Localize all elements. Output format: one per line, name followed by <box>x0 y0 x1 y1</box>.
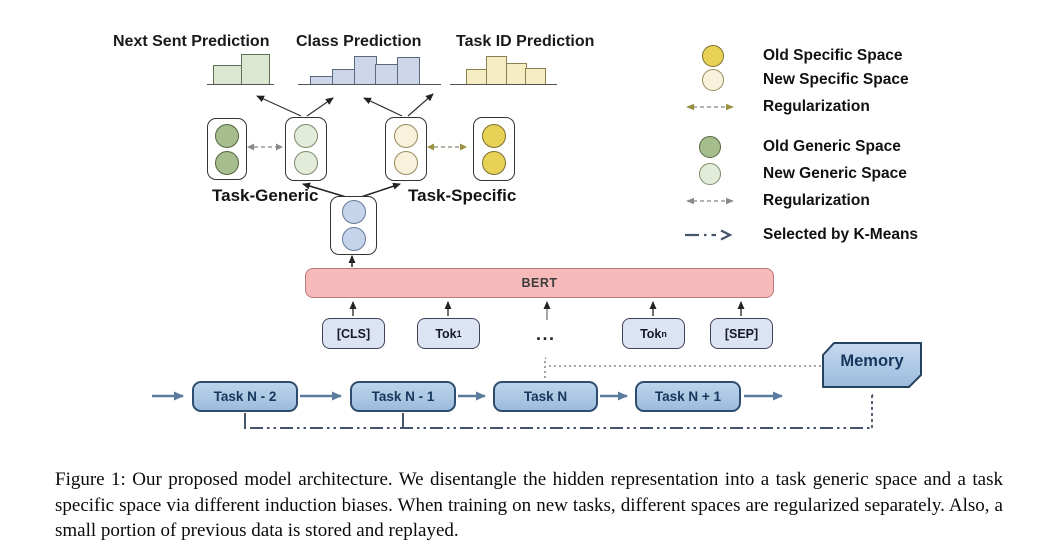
histogram-task-id <box>450 54 557 85</box>
figure-caption: Figure 1: Our proposed model architectur… <box>55 469 1003 541</box>
new-generic-circle <box>294 123 318 148</box>
histogram-bar <box>505 63 527 84</box>
arrow-specific-to-taskid <box>407 93 434 117</box>
token-cls: [CLS] <box>322 318 385 349</box>
legend-regularization-generic-label: Regularization <box>763 192 870 209</box>
task-specific-label: Task-Specific <box>408 186 517 205</box>
legend-new-generic-circle <box>699 163 721 185</box>
histogram-next-sent <box>207 54 274 85</box>
token-arrows <box>349 301 745 320</box>
arrow-generic-to-class <box>306 97 334 117</box>
old-specific-space-box <box>473 117 515 181</box>
reg-generic-head-left <box>247 143 254 151</box>
token-tokn-text: Tok <box>640 326 662 341</box>
legend-regularization-specific-icon <box>686 103 734 111</box>
reg-generic-head-right <box>276 143 283 151</box>
token-sep-text: [SEP] <box>724 326 759 341</box>
memory-label: Memory <box>840 352 904 370</box>
task-n-box: Task N <box>493 381 598 412</box>
old-specific-circle <box>482 150 506 175</box>
task-generic-label: Task-Generic <box>212 186 319 205</box>
token-ellipsis: ... <box>536 324 556 344</box>
hidden-circle <box>341 227 366 251</box>
hidden-representation-box <box>330 196 377 255</box>
legend-regularization-generic-icon <box>686 197 734 205</box>
legend-old-generic-circle <box>699 136 721 158</box>
histogram-bar <box>525 68 547 84</box>
legend-old-generic-label: Old Generic Space <box>763 138 901 155</box>
arrow-specific-to-class <box>363 97 403 117</box>
histogram-bar <box>331 69 355 84</box>
token-cls-text: [CLS] <box>336 326 371 341</box>
old-generic-circle <box>215 123 239 148</box>
legend-old-specific-label: Old Specific Space <box>763 47 903 64</box>
old-specific-circle <box>482 123 506 148</box>
histogram-bar <box>466 69 487 84</box>
task-n-minus-1-box: Task N - 1 <box>350 381 456 412</box>
legend-regularization-specific-label: Regularization <box>763 98 870 115</box>
head-arrows <box>256 93 434 117</box>
reg-specific-head-left <box>427 143 434 151</box>
new-specific-circle <box>394 123 418 148</box>
new-specific-circle <box>394 150 418 175</box>
histogram-bar <box>485 56 507 84</box>
replay-dotted-path <box>544 358 821 378</box>
old-generic-space-box <box>207 118 247 180</box>
legend-new-specific-circle <box>702 69 724 91</box>
histogram-bar <box>397 57 421 84</box>
histogram-bar <box>310 76 333 84</box>
legend-old-specific-circle <box>702 45 724 67</box>
hidden-circle <box>341 200 366 224</box>
task-n-minus-2-box: Task N - 2 <box>192 381 298 412</box>
token-sep: [SEP] <box>710 318 773 349</box>
histogram-bar <box>375 64 399 84</box>
histogram-bar <box>353 56 377 84</box>
regularization-generic-arrow <box>247 143 283 151</box>
legend-kmeans-label: Selected by K-Means <box>763 226 919 243</box>
histogram-class <box>298 54 441 85</box>
head-label-next-sent: Next Sent Prediction <box>113 33 270 50</box>
arrow-generic-to-nsp <box>256 95 302 117</box>
task-n-plus-1-box: Task N + 1 <box>635 381 741 412</box>
legend-new-specific-label: New Specific Space <box>763 71 909 88</box>
legend-new-generic-label: New Generic Space <box>763 165 907 182</box>
new-specific-space-box <box>385 117 427 181</box>
legend-kmeans-icon <box>685 229 733 241</box>
histogram-bar <box>213 65 242 84</box>
head-label-class: Class Prediction <box>296 33 422 50</box>
new-generic-space-box <box>285 117 327 181</box>
reg-specific-head-right <box>460 143 467 151</box>
token-tok1-text: Tok <box>435 326 457 341</box>
bert-encoder: BERT <box>305 268 774 298</box>
regularization-specific-arrow <box>427 143 467 151</box>
new-generic-circle <box>294 150 318 175</box>
head-label-task-id: Task ID Prediction <box>456 33 595 50</box>
histogram-bar <box>240 54 270 84</box>
old-generic-circle <box>215 150 239 175</box>
